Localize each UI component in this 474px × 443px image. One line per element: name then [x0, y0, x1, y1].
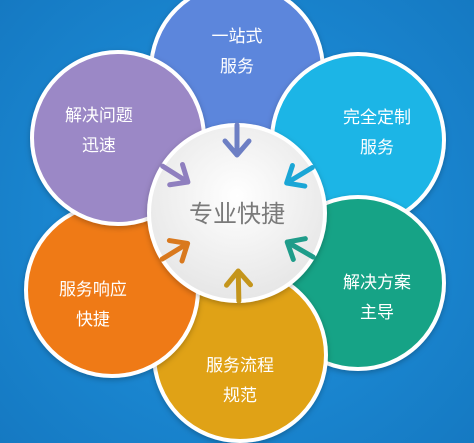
petal-label-line1-top-right: 完全定制 — [343, 108, 411, 128]
arrows-layer — [159, 122, 316, 304]
arrow-top-left — [160, 161, 191, 188]
arrow-top-right — [284, 163, 315, 189]
arrow-top — [222, 122, 252, 158]
arrow-bottom-left — [159, 238, 191, 264]
petal-label-line2-bottom-left: 快捷 — [76, 310, 110, 330]
petal-label-line2-top-left: 迅速 — [82, 136, 116, 156]
center-label: 专业快捷 — [189, 200, 285, 228]
petal-label-line2-bottom: 规范 — [223, 386, 257, 406]
petal-label-line2-top: 服务 — [220, 57, 254, 77]
petal-label-line2-bottom-right: 主导 — [360, 303, 394, 323]
arrow-bottom — [224, 268, 254, 304]
petal-label-line1-bottom-left: 服务响应 — [59, 280, 127, 300]
petal-label-line2-top-right: 服务 — [360, 138, 394, 158]
petal-label-line1-top: 一站式 — [212, 27, 263, 47]
petal-label-line1-bottom-right: 解决方案 — [343, 273, 411, 293]
petal-label-line1-bottom: 服务流程 — [206, 356, 274, 376]
arrow-bottom-right — [284, 236, 316, 262]
petal-label-line1-top-left: 解决问题 — [65, 106, 133, 126]
